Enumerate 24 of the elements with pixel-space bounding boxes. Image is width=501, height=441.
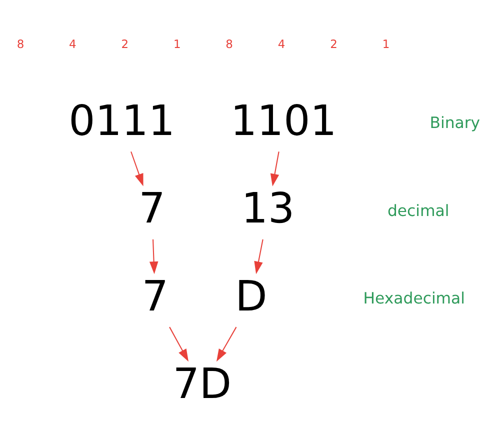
label: 1: [382, 36, 390, 51]
node-text: 13: [240, 184, 294, 233]
arrow: [148, 239, 158, 274]
node-text: 1101: [230, 96, 336, 145]
label: 8: [16, 36, 24, 51]
node-text: 7: [141, 271, 168, 320]
arrow: [254, 239, 263, 274]
node-text: 7: [138, 184, 165, 233]
node-text: 0111: [68, 96, 174, 145]
label: 1: [172, 36, 180, 51]
label: 4: [68, 36, 76, 51]
arrow: [216, 326, 236, 362]
arrow: [130, 151, 143, 186]
node-text: 7D: [172, 359, 232, 408]
label: decimal: [386, 200, 449, 220]
label: Hexadecimal: [362, 288, 465, 308]
node-text: D: [234, 271, 267, 320]
arrow: [270, 152, 279, 186]
label: 2: [120, 36, 128, 51]
arrow: [168, 326, 188, 362]
label: 8: [225, 36, 232, 51]
label: Binary: [429, 113, 480, 132]
label: 4: [277, 36, 285, 51]
label: 2: [330, 36, 337, 51]
